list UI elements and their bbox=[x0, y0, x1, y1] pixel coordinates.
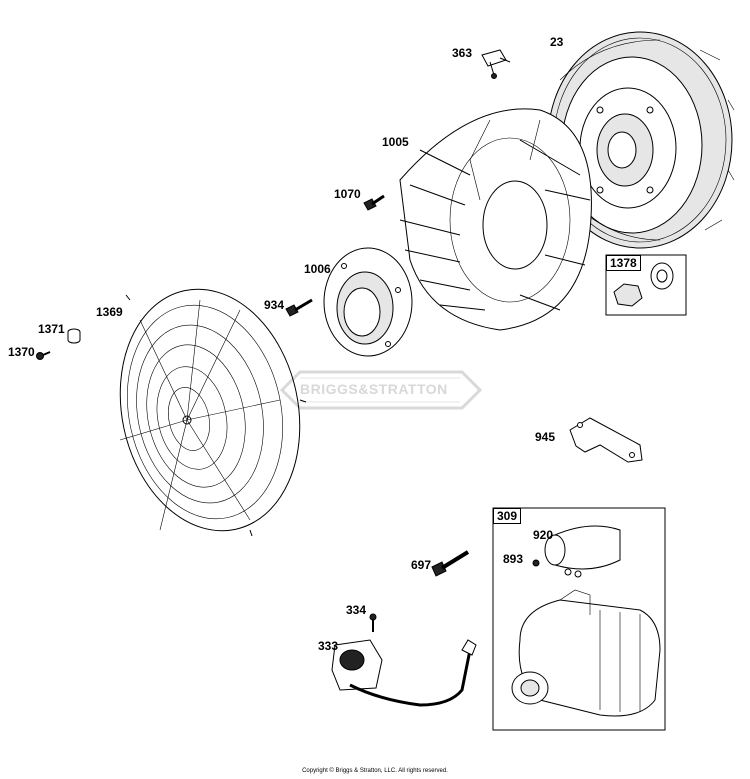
screw-334-part[interactable] bbox=[369, 613, 377, 632]
flywheel-fan-part[interactable] bbox=[399, 108, 592, 331]
kit-label-1378[interactable]: 1378 bbox=[606, 255, 641, 271]
bolt-934-part[interactable] bbox=[285, 298, 313, 317]
callout-934[interactable]: 934 bbox=[264, 298, 285, 312]
callout-1006[interactable]: 1006 bbox=[304, 262, 331, 276]
callout-363[interactable]: 363 bbox=[452, 46, 473, 60]
callout-334[interactable]: 334 bbox=[346, 603, 367, 617]
callout-920[interactable]: 920 bbox=[533, 528, 554, 542]
callout-23[interactable]: 23 bbox=[550, 35, 564, 49]
bolt-1070-part[interactable] bbox=[363, 194, 385, 211]
callout-1070[interactable]: 1070 bbox=[334, 187, 361, 201]
fan-guard-1369-part[interactable] bbox=[99, 272, 322, 547]
callout-697[interactable]: 697 bbox=[411, 558, 432, 572]
bolt-697-part[interactable] bbox=[431, 550, 470, 577]
ignition-coil-333-part[interactable] bbox=[331, 639, 477, 707]
watermark-logo bbox=[279, 370, 483, 410]
kit-309-box[interactable] bbox=[492, 507, 666, 731]
spacer-1371-part[interactable] bbox=[67, 328, 81, 344]
screw-1370-part[interactable] bbox=[36, 351, 51, 360]
callout-1005[interactable]: 1005 bbox=[382, 135, 409, 149]
flywheel-part[interactable] bbox=[547, 31, 735, 249]
kit-label-309[interactable]: 309 bbox=[493, 508, 522, 524]
bracket-945-part[interactable] bbox=[569, 417, 643, 463]
bracket-363-part[interactable] bbox=[481, 49, 511, 79]
callout-1371[interactable]: 1371 bbox=[38, 322, 65, 336]
callout-1370[interactable]: 1370 bbox=[8, 345, 35, 359]
callout-333[interactable]: 333 bbox=[318, 639, 339, 653]
copyright-footer: Copyright © Briggs & Stratton, LLC. All … bbox=[302, 768, 448, 774]
plate-1006-part[interactable] bbox=[323, 247, 413, 357]
callout-893[interactable]: 893 bbox=[503, 552, 524, 566]
callout-945[interactable]: 945 bbox=[535, 430, 556, 444]
callout-1369[interactable]: 1369 bbox=[96, 305, 123, 319]
watermark-text: BRIGGS&STRATTON bbox=[300, 381, 448, 397]
